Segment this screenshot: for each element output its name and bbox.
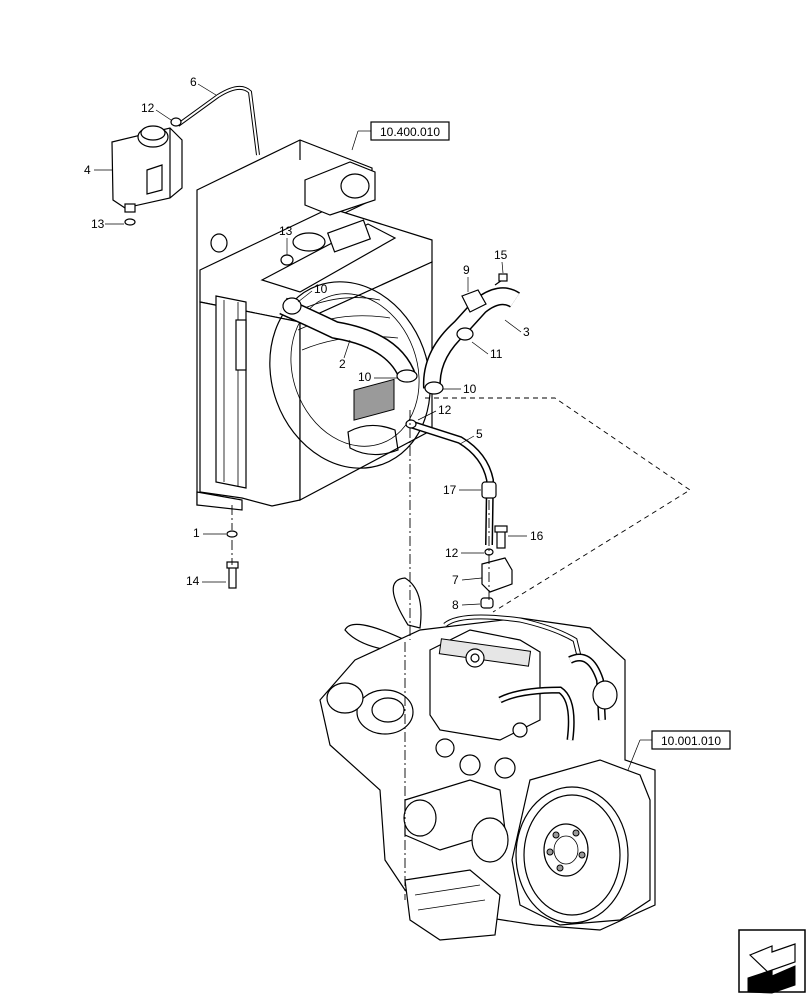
callout-2: 2 [339,357,346,371]
callouts: 6 12 4 13 13 10 2 10 15 9 3 11 1 [84,75,544,612]
callout-1: 1 [193,526,200,540]
callout-12-lower: 12 [445,546,459,560]
mounting-hardware [226,530,239,589]
callout-6: 6 [190,75,197,89]
hose-clamp [170,117,182,127]
reference-label-engine: 10.001.010 [661,734,721,748]
callout-9: 9 [463,263,470,277]
callout-14: 14 [186,574,200,588]
coolant-reservoir [111,125,183,213]
callout-7: 7 [452,573,459,587]
callout-13-radiator: 13 [279,224,293,238]
drain-cap [124,218,136,226]
reservoir-hose [176,85,260,156]
callout-16: 16 [530,529,544,543]
callout-10-lower: 10 [463,382,477,396]
callout-3: 3 [523,325,530,339]
callout-11: 11 [490,347,503,361]
callout-5: 5 [476,427,483,441]
callout-10-middle: 10 [358,370,372,384]
callout-12-middle: 12 [438,403,452,417]
lower-radiator-hose [422,273,520,395]
callout-17: 17 [443,483,457,497]
upper-radiator-hose [279,297,418,383]
clamp [280,254,294,266]
reference-box-cooling[interactable]: 10.400.010 [351,121,450,151]
callout-15: 15 [494,248,508,262]
callout-12-top: 12 [141,101,155,115]
callout-4: 4 [84,163,91,177]
assembly-guide-lines [231,397,691,613]
callout-8: 8 [452,598,459,612]
reference-label-cooling: 10.400.010 [380,125,440,139]
radiator-assembly [196,139,433,511]
callout-10-upper: 10 [314,282,328,296]
fin-block [353,378,395,421]
coolant-pipe [405,419,513,609]
engine-assembly [319,410,656,941]
callout-13-reservoir: 13 [91,217,105,231]
reference-box-engine[interactable]: 10.001.010 [627,730,731,771]
next-page-arrow-icon[interactable] [738,929,806,994]
